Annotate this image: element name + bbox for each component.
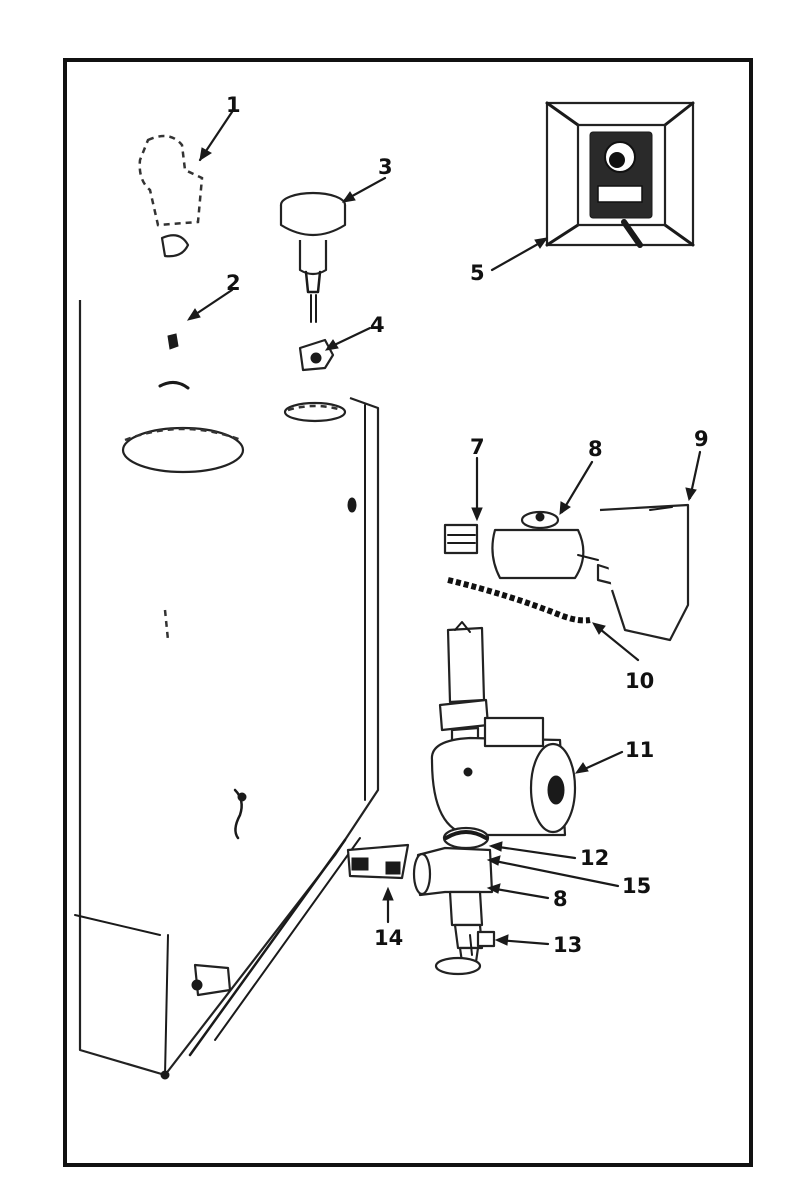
part-2-nipple <box>158 333 190 390</box>
part-9-cover <box>599 503 690 642</box>
callout-10: 10 <box>625 669 654 693</box>
callout-14: 14 <box>374 926 403 950</box>
callout-1: 1 <box>226 93 241 117</box>
water-heater-tank <box>74 300 380 1080</box>
callout-15: 15 <box>622 874 651 898</box>
callout-3: 3 <box>378 155 393 179</box>
part-14-fitting <box>346 843 410 880</box>
callout-5: 5 <box>470 261 485 285</box>
part-1-elbow <box>138 134 204 258</box>
callout-13: 13 <box>553 933 582 957</box>
pump-assembly <box>412 621 577 976</box>
callout-8-lower: 8 <box>553 887 568 911</box>
callout-7: 7 <box>470 435 485 459</box>
leader-arrows <box>186 110 702 946</box>
part-5-control-panel <box>545 101 695 248</box>
part-7-fitting <box>443 523 479 555</box>
part-4-nut <box>298 338 335 372</box>
callout-2: 2 <box>226 271 241 295</box>
callout-4: 4 <box>370 313 385 337</box>
callout-12: 12 <box>580 846 609 870</box>
callout-9: 9 <box>694 427 709 451</box>
callout-11: 11 <box>625 738 654 762</box>
diagram-frame <box>63 58 753 1167</box>
callout-8-upper: 8 <box>588 437 603 461</box>
part-10-gasket <box>447 577 591 624</box>
part-8-element-housing <box>491 510 622 587</box>
part-3-thermostat <box>279 191 347 323</box>
